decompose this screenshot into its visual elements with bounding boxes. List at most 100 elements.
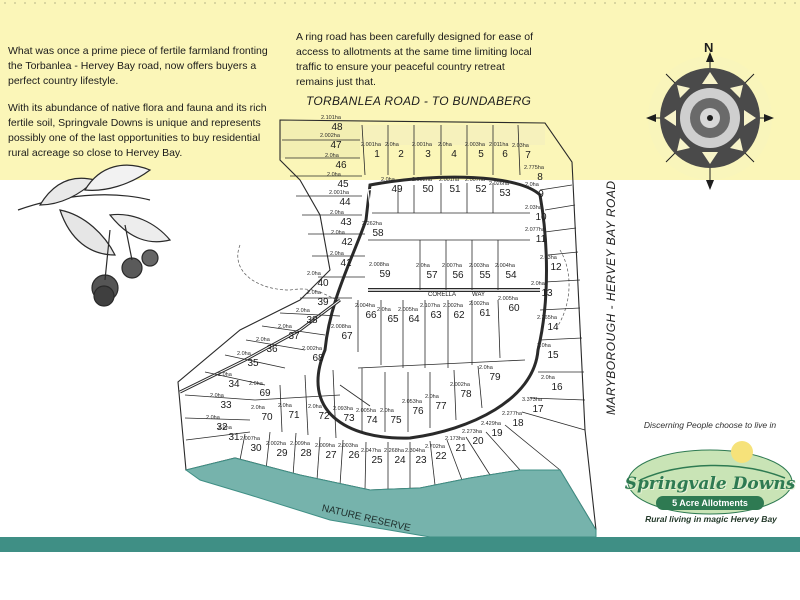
lot-number: 35 xyxy=(247,358,259,369)
lot-number: 34 xyxy=(228,379,240,390)
lot-area: 2.002ha xyxy=(320,133,341,139)
lot-area: 2.03ha xyxy=(525,205,543,211)
lot-area: 2.002ha xyxy=(469,301,490,307)
lot-number: 73 xyxy=(343,413,355,424)
lot-number: 22 xyxy=(435,451,447,462)
creek-line xyxy=(237,244,341,301)
lot-number: 55 xyxy=(479,270,491,281)
lot-number: 58 xyxy=(372,228,384,239)
lot-number: 40 xyxy=(317,278,329,289)
lot-area: 2.047ha xyxy=(361,448,382,454)
lot-area: 2.0ha xyxy=(537,343,552,349)
lot-number: 44 xyxy=(339,197,351,208)
lot-number: 41 xyxy=(340,258,352,269)
torbanlea-road-label: TORBANLEA ROAD - TO BUNDABERG xyxy=(306,94,532,108)
lot-number: 12 xyxy=(550,262,562,273)
lot-area: 2.173ha xyxy=(445,436,466,442)
lot-number: 4 xyxy=(451,149,457,160)
brand-tagline: Discerning People choose to live in xyxy=(643,420,777,430)
lot-number: 67 xyxy=(341,331,353,342)
lot-number: 48 xyxy=(331,122,343,133)
ring-road-note: A ring road has been carefully designed … xyxy=(296,31,533,88)
lot-number: 39 xyxy=(317,297,329,308)
dotted-lot-area xyxy=(280,120,360,158)
lot-area: 2.007ha xyxy=(465,177,486,183)
lot-number: 61 xyxy=(479,308,491,319)
lot-area: 2.273ha xyxy=(462,429,483,435)
lot-area: 2.001ha xyxy=(361,142,382,148)
lot-area: 2.0ha xyxy=(331,230,346,236)
lot-area: 2.0ha xyxy=(327,172,342,178)
lot-number: 71 xyxy=(288,410,300,421)
lot-number: 50 xyxy=(422,184,434,195)
lot-number: 57 xyxy=(426,270,438,281)
lot-number: 54 xyxy=(505,270,517,281)
lot-area: 3.373ha xyxy=(522,397,543,403)
lot-number: 63 xyxy=(430,310,442,321)
leaf-illustration-icon xyxy=(17,164,172,307)
lot-number: 52 xyxy=(475,184,487,195)
lot-area: 2.009ha xyxy=(315,443,336,449)
lot-number: 30 xyxy=(250,443,262,454)
intro-paragraph-2: With its abundance of native flora and f… xyxy=(8,102,267,159)
lot-area: 2.005ha xyxy=(498,296,519,302)
dotted-border xyxy=(0,0,800,6)
lot-number: 62 xyxy=(453,310,465,321)
lot-number: 66 xyxy=(365,310,377,321)
lot-area: 2.007ha xyxy=(240,436,261,442)
ring-road xyxy=(316,175,548,440)
lot-area: 2.008ha xyxy=(369,262,390,268)
street-label-corella: CORELLA xyxy=(428,292,456,298)
lot-area: 2.0ha xyxy=(278,403,293,409)
lot-number: 21 xyxy=(455,443,467,454)
lot-area: 2.365ha xyxy=(537,315,558,321)
lot-number: 42 xyxy=(341,237,353,248)
lot-area: 2.007ha xyxy=(442,263,463,269)
lot-area: 2.0ha xyxy=(525,182,540,188)
lot-number: 11 xyxy=(536,234,547,245)
lot-area: 2.268ha xyxy=(384,448,405,454)
lot-area: 2.053ha xyxy=(402,399,423,405)
lot-number: 13 xyxy=(541,288,553,299)
header-band xyxy=(0,0,800,180)
lot-area: 2.004ha xyxy=(495,263,516,269)
lot-area: 2.0ha xyxy=(330,210,345,216)
